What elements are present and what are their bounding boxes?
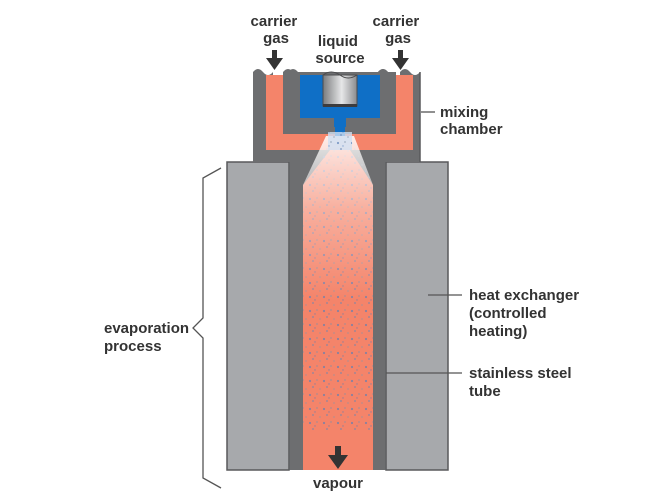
- carrier-gas-left-label: carrier gas: [251, 13, 302, 47]
- stainless-steel-tube-label: stainless steel tube: [469, 365, 576, 400]
- nozzle-icon: [322, 74, 358, 107]
- heat-exchanger-label: heat exchanger (controlled heating): [469, 287, 583, 340]
- spray-mist: [303, 136, 373, 300]
- spray-speckle-top: [328, 132, 352, 150]
- evaporation-brace: [192, 167, 222, 489]
- vapour-label: vapour: [313, 475, 363, 492]
- carrier-gas-channel-right: [396, 75, 413, 150]
- carrier-gas-right-label: carrier gas: [373, 13, 424, 47]
- mixing-chamber-label: mixing chamber: [440, 104, 503, 138]
- nozzle-tip: [323, 104, 357, 107]
- evaporation-process-label: evaporation process: [104, 320, 193, 355]
- liquid-outlet: [335, 118, 345, 136]
- carrier-gas-arrow-left-icon: [266, 50, 283, 70]
- vapour-arrow-icon: [328, 446, 348, 469]
- heat-exchanger-left: [226, 161, 290, 471]
- carrier-gas-arrow-right-icon: [392, 50, 409, 70]
- carrier-gas-channel-left: [266, 75, 283, 150]
- nozzle-top: [322, 71, 358, 79]
- heat-exchanger-right: [385, 161, 449, 471]
- liquid-source-label: liquid source: [315, 33, 364, 67]
